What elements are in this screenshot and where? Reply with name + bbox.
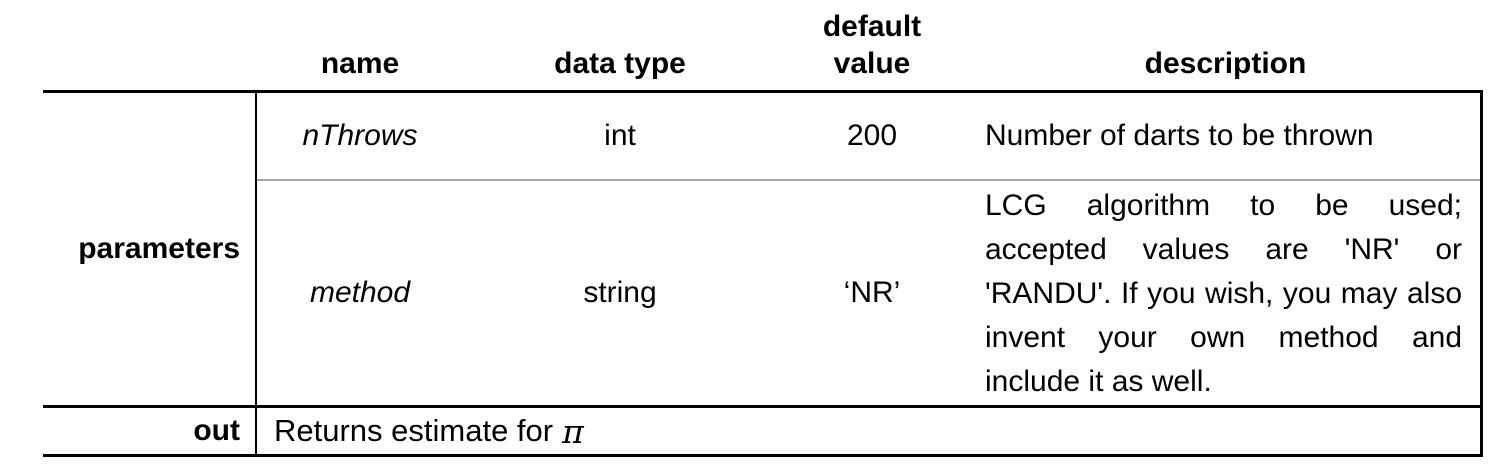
row-group-label-parameters: parameters [78, 232, 240, 265]
param-description-cell: LCG algorithm to be used; accepted value… [985, 189, 1462, 398]
label-column-divider-rule [255, 90, 257, 457]
param-description-cell: Number of darts to be thrown [985, 119, 1374, 152]
column-header-default-value-text: default value [822, 10, 922, 80]
column-header-default-value: default value [776, 0, 968, 88]
table-bottom-rule [43, 454, 1483, 457]
param-data-type-cell: string [583, 276, 657, 309]
column-header-name: name [320, 47, 400, 80]
param-name-cell: method [309, 276, 411, 309]
table-top-rule [43, 90, 1483, 93]
out-value-text: Returns estimate for [274, 413, 554, 449]
column-header-description: description [1144, 47, 1307, 80]
row-label-out: out [193, 414, 240, 447]
param-default-value-cell: ‘NR’ [843, 276, 901, 309]
table-right-border-rule [1480, 90, 1483, 457]
param-name-cell: nThrows [302, 119, 418, 152]
out-value-cell: Returns estimate for π [274, 408, 1464, 454]
out-row-separator-rule [43, 405, 1483, 408]
param-data-type-cell: int [604, 119, 636, 152]
pi-symbol: π [562, 412, 584, 452]
parameter-row-separator-light-rule [257, 179, 1483, 181]
column-header-data-type: data type [554, 47, 686, 80]
param-default-value-cell: 200 [846, 119, 898, 152]
